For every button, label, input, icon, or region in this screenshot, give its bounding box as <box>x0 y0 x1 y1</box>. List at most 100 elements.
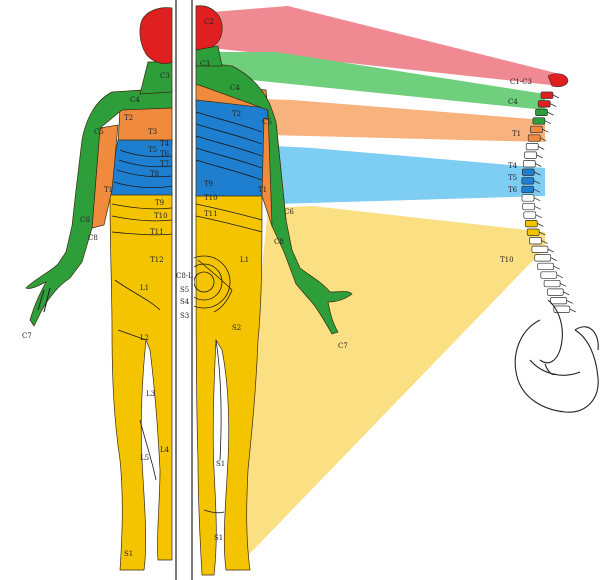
vertebra <box>524 212 536 219</box>
front-label-t7: T7 <box>160 160 169 168</box>
vertebra <box>538 263 554 270</box>
vertebra-process <box>545 121 551 124</box>
back-label-t1: T1 <box>258 186 267 194</box>
front-label-s1: S1 <box>124 550 133 558</box>
back-label-c7: C7 <box>338 342 348 350</box>
vertebra-process <box>554 266 560 269</box>
pelvis-inner <box>530 360 580 375</box>
vertebra-process <box>537 155 543 158</box>
back-label-t11: T11 <box>204 210 218 218</box>
coccyx <box>545 364 556 375</box>
front-body <box>26 8 172 570</box>
spine-label-t4: T4 <box>508 162 518 170</box>
front-label-l2: L2 <box>140 334 149 342</box>
vertebra-process <box>537 223 543 226</box>
vertebra <box>526 143 538 150</box>
vertebra-process <box>563 292 569 295</box>
vertebra <box>522 195 534 202</box>
vertebra-process <box>570 309 576 312</box>
front-label-c6: C6 <box>80 216 90 224</box>
vertebra <box>525 220 537 227</box>
vertebra <box>522 169 534 176</box>
spine-label-c4: C4 <box>508 98 518 106</box>
front-label-c5: C5 <box>94 128 104 136</box>
back-label-s1-foot: S1 <box>214 534 223 542</box>
back-label-s3: S3 <box>180 312 189 320</box>
vertebra <box>541 92 553 99</box>
front-label-t11: T11 <box>150 228 164 236</box>
front-label-c3: C3 <box>160 72 170 80</box>
back-label-c3: C3 <box>200 60 210 68</box>
front-label-t3: T3 <box>148 128 157 136</box>
vertebra-process <box>560 283 566 286</box>
front-label-t8: T8 <box>150 170 159 178</box>
vertebra <box>535 255 551 262</box>
vertebra <box>523 161 535 168</box>
front-label-c8: C8 <box>88 234 98 242</box>
front-label-c7: C7 <box>22 332 32 340</box>
front-label-l1: L1 <box>140 284 149 292</box>
vertebra <box>528 135 540 142</box>
vertebra <box>547 289 563 296</box>
vertebra-process <box>535 206 541 209</box>
back-label-c8-l1: C8-L <box>176 272 193 280</box>
back-label-c2: C2 <box>204 18 214 26</box>
front-label-t10: T10 <box>154 212 168 220</box>
vertebra <box>527 229 539 236</box>
front-label-l5: L5 <box>140 454 149 462</box>
band-t10 <box>232 206 545 572</box>
back-label-c4: C4 <box>230 84 240 92</box>
vertebra <box>523 203 535 210</box>
back-label-s5: S5 <box>180 286 189 294</box>
front-head <box>140 8 172 64</box>
pelvis-outline <box>515 320 598 412</box>
back-label-t10: T10 <box>204 194 218 202</box>
vertebra <box>551 297 567 304</box>
vertebra-process <box>557 275 563 278</box>
vertebra <box>525 152 537 159</box>
back-label-l1: L1 <box>240 256 249 264</box>
vertebra <box>522 186 534 193</box>
back-label-s2: S2 <box>232 324 241 332</box>
front-lower-body <box>110 192 172 570</box>
spine-label-t1: T1 <box>512 130 521 138</box>
front-label-t4: T4 <box>160 140 170 148</box>
band-t4-t6 <box>276 146 545 204</box>
front-label-t1: T1 <box>104 186 113 194</box>
vertebra <box>530 126 542 133</box>
vertebra <box>538 101 550 108</box>
vertebra <box>536 109 548 116</box>
vertebra <box>533 118 545 125</box>
spine-label-t10: T10 <box>500 256 514 264</box>
front-label-t9: T9 <box>155 199 164 207</box>
back-label-s4: S4 <box>180 298 190 306</box>
vertebra <box>522 178 534 185</box>
vertebra <box>529 238 541 245</box>
vertebra <box>532 246 548 253</box>
vertebra-process <box>551 258 557 261</box>
back-label-c8: C8 <box>274 238 284 246</box>
front-label-t5: T5 <box>148 146 157 154</box>
vertebra-process <box>548 249 554 252</box>
vertebra-process <box>535 164 541 167</box>
vertebra <box>541 272 557 279</box>
vertebra-process <box>548 112 554 115</box>
spine-label-c1-c3: C1-C3 <box>510 78 532 86</box>
back-label-t2: T2 <box>232 110 241 118</box>
front-label-t2: T2 <box>124 114 133 122</box>
back-label-c5: C5 <box>262 118 272 126</box>
front-label-t6: T6 <box>160 150 170 158</box>
front-label-c4: C4 <box>130 96 140 104</box>
ilium-right <box>575 327 598 350</box>
spine-label-t5: T5 <box>508 174 517 182</box>
front-label-l4: L4 <box>160 446 170 454</box>
vertebra-process <box>534 198 540 201</box>
vertebra-process <box>567 300 573 303</box>
front-label-l3: L3 <box>146 390 155 398</box>
front-label-t12: T12 <box>150 256 164 264</box>
spine-label-t6: T6 <box>508 186 518 194</box>
vertebra-process <box>550 104 556 107</box>
vertebra <box>544 280 560 287</box>
vertebra-process <box>536 215 542 218</box>
